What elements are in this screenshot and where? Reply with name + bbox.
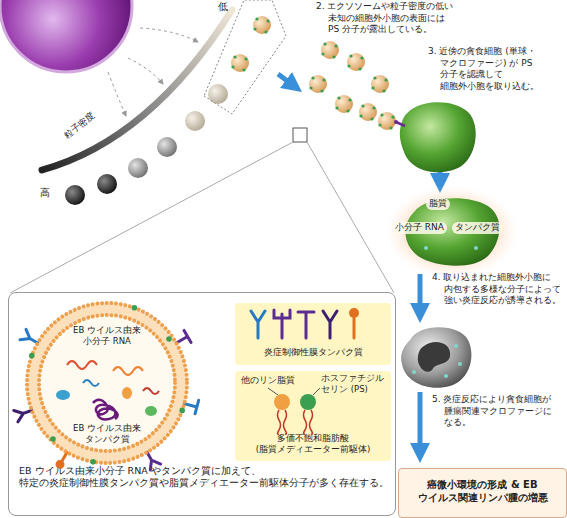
node-text: 多価不飽和脂肪酸 (脂質メディエーター前駆体) (239, 433, 387, 455)
ps-vesicle (378, 112, 396, 130)
vesicle-dense (65, 185, 85, 205)
protein-panel: 炎症制御性膜タンパク質 (235, 303, 391, 365)
ps-vesicle (359, 103, 377, 121)
flow-arrow (438, 172, 443, 178)
flow-arrow (278, 74, 290, 83)
node-text: EB ウイルス由来小分子 RNA やタンパク質に加えて、 特定の炎症制御性膜タン… (19, 465, 387, 490)
vesicle-dot (444, 374, 448, 378)
axis-label: 粒子密度 (62, 110, 98, 141)
node-text: 炎症制御性膜タンパク質 (239, 347, 387, 359)
outcome-box: 癌微小環境の形成 & EB ウイルス関連リンパ腫の増悪 (398, 468, 567, 518)
vesicle-dot (458, 362, 462, 366)
node-text: EB ウイルス由来 タンパク質 (66, 423, 148, 445)
lipid-heads (39, 315, 175, 451)
cell-nucleus (418, 342, 450, 372)
vesicle-dense (97, 174, 117, 194)
node-text: ホスファチジル セリン (PS) (321, 373, 389, 395)
protein-blob (122, 387, 132, 399)
vesicle-circle: EB ウイルス由来 小分子 RNA EB ウイルス由来 タンパク質 (23, 299, 191, 467)
ps-vesicle (253, 16, 271, 34)
step-text: 5. 炎症反応により貪食細胞が 腫瘍関連マクロファージに なる。 (432, 394, 564, 429)
ps-dot (29, 353, 35, 359)
ps-vesicle (335, 95, 353, 113)
ps-dot (166, 336, 172, 342)
step-text: 4. 取り込まれた細胞外小胞に 内包する多様な分子によって 強い炎症反応が誘導さ… (432, 272, 564, 307)
rna-strand (83, 380, 99, 386)
node-text: 脂質 (426, 198, 450, 210)
axis-label: 高 (40, 186, 50, 199)
inflammation-glow (386, 186, 518, 278)
source-cell (0, 0, 132, 72)
step-text: 2. エクソソームや粒子密度の低い 未知の細胞外小胞の表面には PS 分子が露出… (316, 1, 456, 36)
ps-vesicle (347, 53, 365, 71)
ps-receptor (394, 120, 398, 124)
ps-vesicle (309, 75, 327, 93)
phagocyte-cell: 脂質小分子 RNAタンパク質 (396, 192, 508, 270)
dashed-arrow (140, 28, 198, 42)
ps-vesicle (231, 54, 249, 72)
protein-blob (145, 406, 157, 416)
node-text: EB ウイルス由来 小分子 RNA (66, 325, 148, 347)
step-text: 3. 近傍の貪食細胞 (単球・マクロファージ) が PS 分子を認識して 細胞外… (428, 46, 560, 93)
zoom-marker (293, 128, 307, 142)
zoom-line (10, 142, 293, 293)
dashed-arrow (108, 72, 126, 116)
ps-dot (132, 305, 138, 311)
lipid-panel: 他のリン脂質ホスファチジル セリン (PS) 多価不飽和脂肪酸 (脂質メディエータ… (235, 371, 391, 461)
macrophage-cell (401, 327, 471, 388)
dashed-arrow (128, 58, 163, 84)
lipid-heads (27, 303, 187, 463)
ps-vesicle (321, 41, 339, 59)
vesicle-dot (412, 370, 416, 374)
rna-strand (113, 367, 143, 375)
axis-label: 低 (218, 0, 228, 13)
vesicle-dot (474, 246, 478, 250)
phagocyte-cell (400, 102, 476, 172)
flow-arrow (418, 274, 423, 308)
lipid-bilayer (33, 309, 181, 457)
ps-vesicle (371, 75, 389, 93)
node-text: 小分子 RNA (392, 222, 447, 234)
density-band (42, 10, 232, 170)
vesicle-medium (128, 158, 148, 178)
node-text: 癌微小環境の形成 & EB ウイルス関連リンパ腫の増悪 (403, 478, 562, 504)
rna-strand (67, 361, 97, 369)
vesicle-light (185, 111, 205, 131)
ps-dot (179, 408, 185, 414)
protein-blob (56, 390, 70, 400)
vesicle-dot (454, 344, 458, 348)
zoom-line (307, 142, 394, 293)
vesicle-dot (424, 246, 428, 250)
protein-tangle (93, 400, 118, 420)
rna-strand (143, 388, 159, 394)
node-text: 他のリン脂質 (241, 375, 311, 386)
inset-panel: EB ウイルス由来小分子 RNA やタンパク質に加えて、 特定の炎症制御性膜タン… (8, 292, 396, 516)
ps-dot (50, 436, 56, 442)
node-text: タンパク質 (452, 222, 503, 234)
ps-dot (90, 459, 96, 465)
group-bracket (204, 0, 286, 114)
vesicle-medium (157, 137, 177, 157)
flow-arrow (418, 392, 423, 448)
